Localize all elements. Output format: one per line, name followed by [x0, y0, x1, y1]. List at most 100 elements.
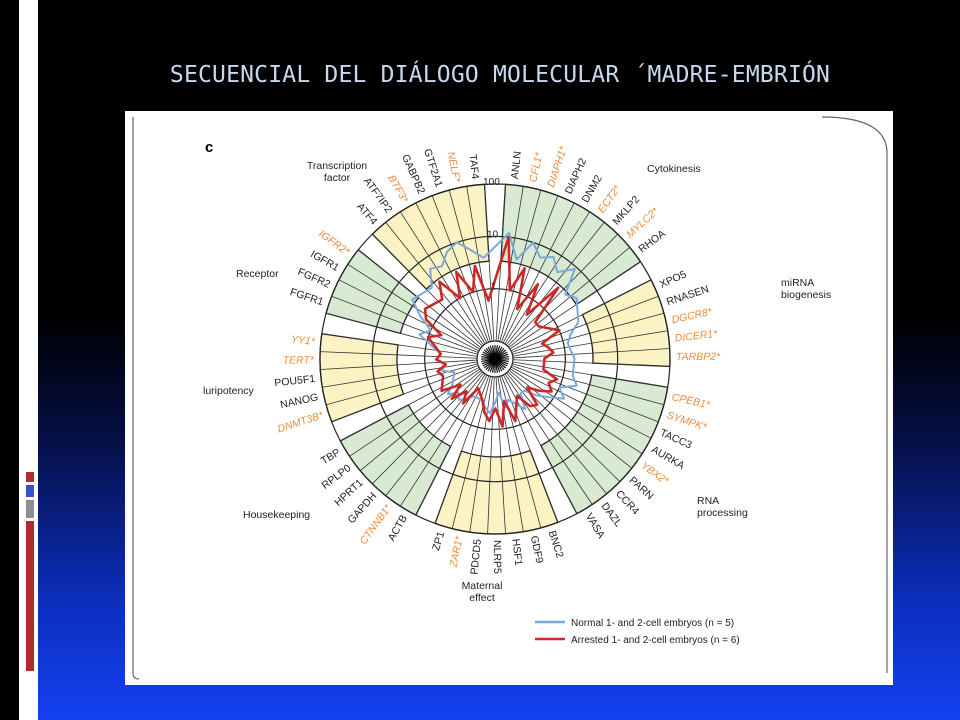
- spoke-line: [512, 348, 670, 359]
- gene-label: FGFR1: [288, 286, 325, 308]
- spoke-line: [497, 376, 524, 532]
- spoke-line: [510, 279, 652, 352]
- spoke-line: [322, 361, 478, 388]
- spoke-line: [448, 189, 491, 342]
- spoke-line: [497, 186, 524, 342]
- legend-label: Normal 1- and 2-cell embryos (n = 5): [571, 618, 734, 629]
- group-label: Cytokinesis: [647, 163, 701, 175]
- gene-label: DICER1*: [674, 328, 719, 345]
- spoke-line: [415, 202, 488, 344]
- spoke-line: [508, 369, 632, 469]
- group-label: Housekeeping: [243, 509, 310, 521]
- group-label: effect: [469, 592, 495, 604]
- gene-label: DNMT3B*: [276, 409, 326, 435]
- spoke-line: [505, 222, 605, 346]
- ring-gridline: [371, 235, 619, 483]
- spoke-line: [507, 233, 618, 347]
- panel-label: c: [205, 139, 213, 156]
- spoke-line: [399, 211, 486, 345]
- spoke-line: [510, 366, 652, 439]
- spoke-line: [504, 373, 593, 505]
- spoke-line: [338, 279, 480, 352]
- ring-gridline: [424, 288, 566, 430]
- spoke-line: [451, 376, 491, 529]
- spoke-line: [320, 351, 478, 359]
- spoke-line: [512, 361, 668, 388]
- spoke-line: [340, 367, 480, 442]
- gene-label: TAF4: [466, 154, 481, 180]
- gene-label: CFL1*: [527, 151, 545, 184]
- series-line-normal: [411, 232, 580, 415]
- group-label: luripotency: [203, 385, 255, 397]
- group-label: Maternal: [462, 580, 503, 592]
- group-label: RNA: [697, 495, 719, 507]
- legend-label: Arrested 1- and 2-cell embryos (n = 6): [571, 635, 740, 646]
- gene-label: NLRP5: [491, 540, 503, 574]
- gene-label: XPO5: [658, 268, 689, 290]
- gene-label: CPEB1*: [671, 391, 712, 411]
- spoke-line: [512, 312, 665, 355]
- gene-label: ATF4: [354, 201, 380, 228]
- accent-bar-blue: [26, 485, 34, 497]
- spoke-line: [512, 363, 665, 406]
- spoke-line: [509, 261, 641, 350]
- slide-title: SECUENCIAL DEL DIÁLOGO MOLECULAR ´MADRE-…: [169, 62, 831, 88]
- gene-label: FGFR2: [296, 266, 332, 291]
- spoke-line: [349, 368, 481, 457]
- group-label: processing: [697, 507, 748, 519]
- gene-label: BNC2: [546, 529, 566, 560]
- gene-label: NANOG: [279, 391, 319, 411]
- series-line-arrested: [423, 235, 561, 428]
- spoke-line: [512, 359, 670, 367]
- group-band: [319, 333, 405, 423]
- group-label: Transcription: [307, 160, 367, 172]
- hub-center: [489, 353, 501, 365]
- spoke-line: [509, 368, 643, 455]
- group-label: factor: [324, 172, 351, 184]
- spoke-line: [372, 371, 483, 485]
- spoke-line: [511, 295, 659, 353]
- spoke-line: [469, 376, 493, 533]
- gene-label: ACTB: [386, 513, 410, 543]
- spoke-line: [512, 330, 668, 357]
- gene-label: POU5F1: [274, 373, 316, 389]
- gene-label: DGCR8*: [671, 306, 714, 327]
- gene-label: GDF9: [528, 535, 546, 565]
- group-label: Receptor: [236, 268, 279, 280]
- ring-label: 10: [487, 229, 499, 240]
- gene-label: ANLN: [509, 151, 524, 180]
- spoke-line: [506, 372, 607, 495]
- gene-label: PDCD5: [469, 538, 484, 575]
- gene-label: RNASEN: [665, 283, 710, 308]
- spoke-line: [325, 312, 478, 355]
- spoke-line: [358, 249, 482, 349]
- gene-label: ZAR1*: [448, 534, 466, 569]
- spoke-line: [487, 376, 495, 534]
- gene-label: VASA: [583, 511, 607, 541]
- spoke-line: [466, 186, 493, 342]
- gene-label: TARBP2*: [676, 351, 721, 363]
- gene-label: GTF2A1: [421, 147, 445, 189]
- accent-bar-red: [26, 472, 34, 482]
- spoke-line: [385, 222, 485, 346]
- spoke-line: [347, 263, 481, 350]
- spoke-line: [321, 333, 478, 357]
- spoke-line: [320, 359, 478, 370]
- gene-label: YY1*: [290, 334, 316, 348]
- ring-label: 100: [483, 177, 500, 188]
- accent-bar-gray: [26, 500, 34, 518]
- spoke-line: [507, 371, 621, 482]
- spoke-line: [359, 370, 482, 471]
- spoke-line: [415, 374, 488, 516]
- spoke-line: [331, 295, 479, 353]
- spoke-line: [495, 376, 506, 534]
- gene-label: TERT*: [283, 354, 315, 366]
- ring-label: 1: [491, 282, 497, 293]
- spoke-line: [385, 372, 485, 496]
- gene-label: TBP: [319, 446, 343, 467]
- spoke-line: [484, 184, 495, 342]
- spoke-line: [504, 211, 591, 345]
- spoke-line: [501, 195, 559, 343]
